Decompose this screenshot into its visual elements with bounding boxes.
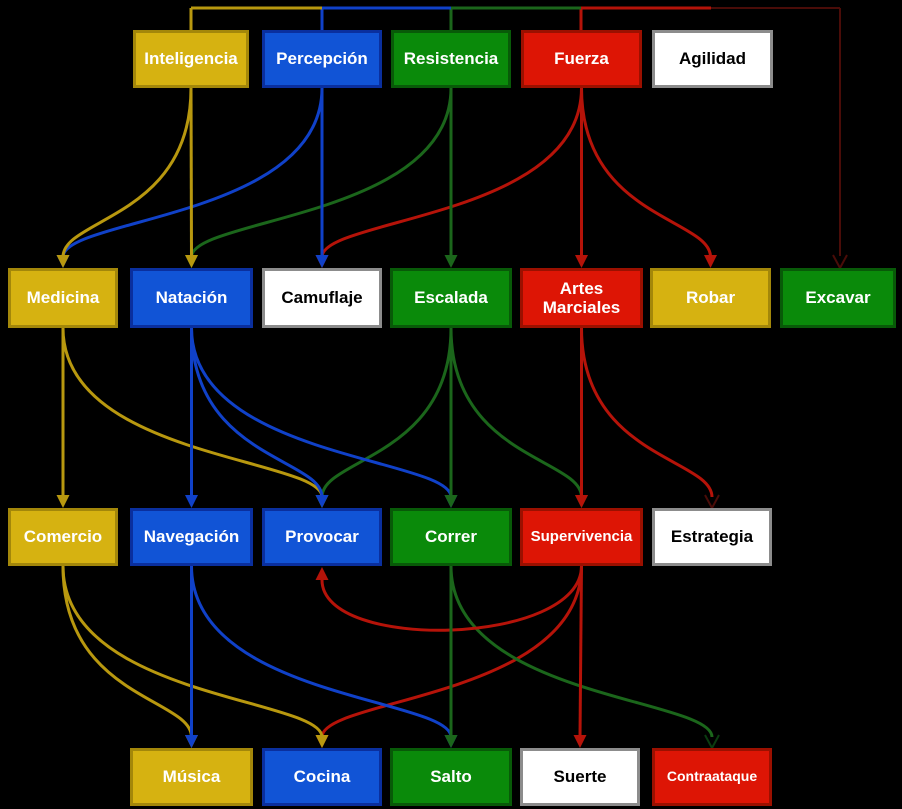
edge-navegacion-salto [190,565,453,738]
edge-inteligencia-natacion [189,87,193,258]
edge-navegacion-musica-arrowhead [185,735,198,748]
node-label: Provocar [285,527,359,547]
node-resistencia: Resistencia [391,30,511,88]
edge-top-excavar-arrowhead [832,254,848,271]
node-label: Excavar [805,288,871,308]
edge-inteligencia-medicina-arrowhead [56,255,70,268]
node-label: Navegación [143,527,240,547]
node-camuflaje: Camuflaje [262,268,382,328]
edge-supervivencia-suerte [578,565,583,738]
edge-escalada-supervivencia [449,327,583,498]
node-label: Cocina [293,767,351,787]
node-label: Música [162,767,221,787]
node-label-line: Marciales [542,298,621,317]
edge-natacion-correr [190,327,453,498]
node-agilidad: Agilidad [652,30,773,88]
node-label: Camuflaje [281,288,363,308]
node-label: Supervivencia [530,527,633,545]
node-label-line: Artes [559,278,604,298]
node-inteligencia: Inteligencia [133,30,249,88]
edge-fuerza-artes-arrowhead [575,255,588,268]
node-label: Suerte [553,767,607,787]
node-label: Medicina [26,288,100,308]
node-navegacion: Navegación [130,508,253,566]
edge-artes-supervivencia-arrowhead [575,495,588,508]
node-estrategia: Estrategia [652,508,772,566]
edge-artes-estrategia [580,327,714,498]
edge-inteligencia-natacion-arrowhead [185,255,198,268]
node-label: Contraataque [666,768,758,785]
node-label: Comercio [23,527,103,547]
node-supervivencia: Supervivencia [520,508,643,566]
edge-comercio-musica [61,565,193,738]
node-label: Escalada [414,288,488,308]
edge-natacion-provocar [190,327,324,498]
node-musica: Música [130,748,253,806]
node-correr: Correr [390,508,512,566]
node-label: Inteligencia [144,49,238,69]
edge-supervivencia-suerte-arrowhead [573,735,587,748]
node-suerte: Suerte [520,748,640,806]
node-escalada: Escalada [390,268,512,328]
edge-inteligencia-medicina [61,87,193,258]
node-label: Correr [425,527,477,547]
node-label: Resistencia [403,49,499,69]
edge-comercio-cocina-arrowhead [315,735,329,748]
node-comercio: Comercio [8,508,118,566]
node-label: Salto [430,767,472,787]
node-cocina: Cocina [262,748,382,806]
edge-supervivencia-provocar-arrowhead [315,567,329,580]
node-robar: Robar [650,268,771,328]
node-provocar: Provocar [262,508,382,566]
node-natacion: Natación [130,268,253,328]
edge-fuerza-robar [580,87,712,258]
node-label: Natación [155,288,228,308]
edge-natacion-provocar-arrowhead [315,495,329,508]
node-fuerza: Fuerza [521,30,642,88]
node-label: Fuerza [554,49,609,69]
node-medicina: Medicina [8,268,118,328]
node-contraataque: Contraataque [652,748,772,806]
node-excavar: Excavar [780,268,896,328]
node-label: Percepción [276,49,368,69]
node-percepcion: Percepción [262,30,382,88]
edge-medicina-comercio-arrowhead [56,495,70,508]
edge-resistencia-escalada-arrowhead [444,255,458,268]
edge-escalada-correr-arrowhead [444,495,458,508]
edge-percepcion-camuflaje-arrowhead [315,255,329,268]
node-salto: Salto [390,748,512,806]
node-label: Agilidad [678,49,747,69]
node-label: Robar [685,288,736,308]
edge-escalada-provocar [320,327,453,498]
edge-natacion-navegacion-arrowhead [185,495,198,508]
edge-correr-salto-arrowhead [444,735,458,748]
node-label: Estrategia [670,527,754,547]
edge-fuerza-robar-arrowhead [704,255,717,268]
